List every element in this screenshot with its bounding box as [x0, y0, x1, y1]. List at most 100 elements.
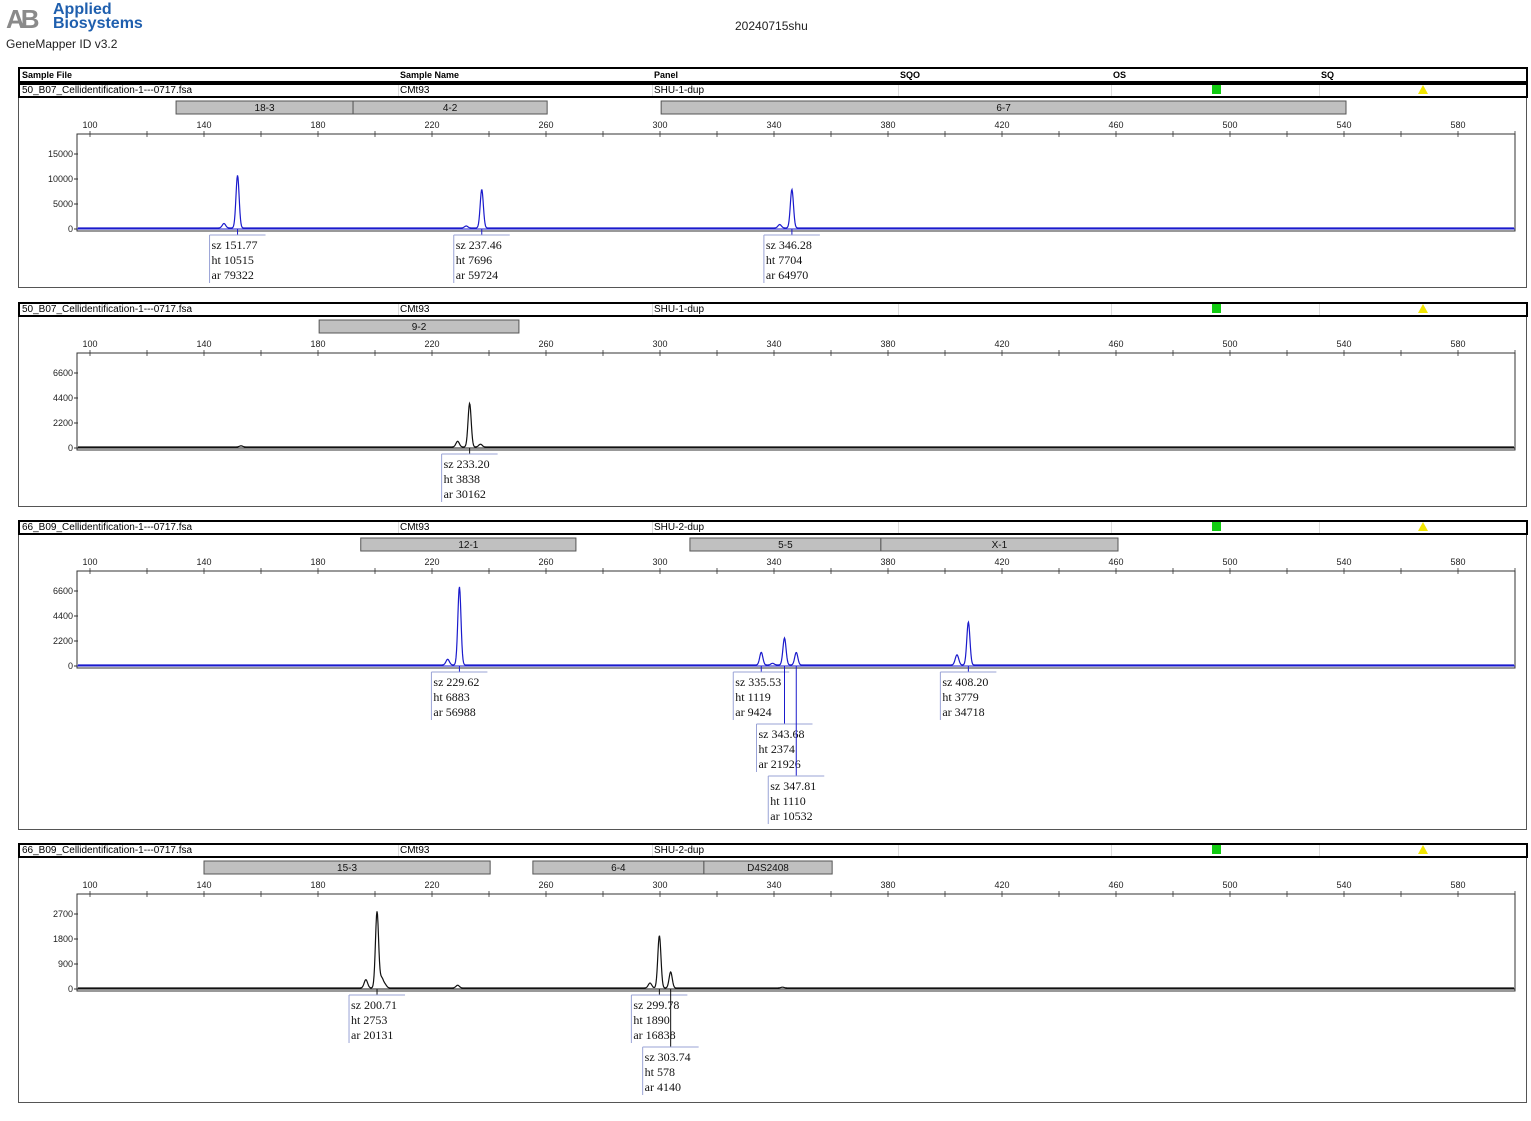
y-tick-label: 0	[68, 984, 73, 994]
y-tick-label: 1800	[53, 934, 73, 944]
os-pass-icon	[1212, 845, 1221, 854]
sample-row-3[interactable]: 66_B09_Cellidentification-1---0717.fsa C…	[18, 520, 1528, 535]
trace-line	[78, 401, 1514, 448]
peak-height: ht 2753	[351, 1013, 387, 1027]
bin-label: D4S2408	[747, 863, 789, 874]
peak-size: sz 237.46	[456, 238, 502, 252]
peak-height: ht 1890	[633, 1013, 669, 1027]
x-tick-label: 340	[766, 557, 781, 567]
peak-size: sz 335.53	[735, 675, 781, 689]
bin-box	[203, 860, 491, 875]
x-tick-label: 300	[652, 339, 667, 349]
panel-name: SHU-2-dup	[654, 845, 705, 856]
x-tick-label: 140	[196, 339, 211, 349]
x-tick-label: 500	[1222, 120, 1237, 130]
peak-height: ht 7696	[456, 253, 492, 267]
x-tick-label: 460	[1108, 120, 1123, 130]
peak-height: ht 7704	[766, 253, 802, 267]
peak-height: ht 3779	[942, 690, 978, 704]
panel-name: SHU-1-dup	[654, 85, 705, 96]
bin-box	[660, 100, 1347, 115]
plot-area	[76, 893, 1516, 992]
sq-check-warning-icon	[1418, 304, 1428, 313]
sample-row-4[interactable]: 66_B09_Cellidentification-1---0717.fsa C…	[18, 843, 1528, 858]
peak-area: ar 56988	[433, 705, 475, 719]
x-tick-label: 580	[1450, 880, 1465, 890]
y-tick-label: 2700	[53, 909, 73, 919]
os-pass-icon	[1212, 85, 1221, 94]
peak-area: ar 30162	[444, 487, 486, 501]
peak-height: ht 6883	[433, 690, 469, 704]
sample-file: 66_B09_Cellidentification-1---0717.fsa	[22, 845, 193, 856]
peak-area: ar 16838	[633, 1028, 675, 1042]
plot-area	[76, 133, 1516, 232]
x-tick-label: 420	[994, 557, 1009, 567]
panel-3-frame	[18, 533, 1527, 830]
os-pass-icon	[1212, 304, 1221, 313]
y-tick-label: 2200	[53, 636, 73, 646]
peak-height: ht 1119	[735, 690, 770, 704]
x-tick-label: 260	[538, 339, 553, 349]
bin-label: 18-3	[255, 103, 275, 114]
x-tick-label: 140	[196, 880, 211, 890]
sample-name: CMt93	[400, 304, 430, 315]
plot-area	[76, 352, 1516, 451]
os-pass-icon	[1212, 522, 1221, 531]
sample-row-1[interactable]: 50_B07_Cellidentification-1---0717.fsa C…	[18, 83, 1528, 98]
sample-name: CMt93	[400, 522, 430, 533]
panel-2-frame	[18, 315, 1527, 507]
y-tick-label: 900	[58, 959, 73, 969]
peak-area: ar 79322	[212, 268, 254, 282]
x-tick-label: 300	[652, 880, 667, 890]
x-tick-label: 260	[538, 880, 553, 890]
x-tick-label: 420	[994, 120, 1009, 130]
logo-line-2: Biosystems	[53, 15, 143, 32]
sample-file: 50_B07_Cellidentification-1---0717.fsa	[22, 304, 193, 315]
x-tick-label: 100	[82, 120, 97, 130]
column-header-row: Sample File Sample Name Panel SQO OS SQ	[18, 67, 1528, 83]
peak-height: ht 10515	[212, 253, 254, 267]
peak-height: ht 3838	[444, 472, 480, 486]
sample-row-2[interactable]: 50_B07_Cellidentification-1---0717.fsa C…	[18, 302, 1528, 317]
bin-label: 5-5	[778, 540, 793, 551]
x-tick-label: 140	[196, 120, 211, 130]
applied-biosystems-logo-text: Applied Biosystems	[53, 2, 143, 32]
y-tick-label: 6600	[53, 368, 73, 378]
x-tick-label: 380	[880, 120, 895, 130]
peak-size: sz 303.74	[645, 1050, 691, 1064]
x-tick-label: 260	[538, 120, 553, 130]
y-tick-label: 4400	[53, 393, 73, 403]
peak-height: ht 2374	[758, 742, 794, 756]
bin-label: 6-7	[996, 103, 1011, 114]
x-tick-label: 500	[1222, 339, 1237, 349]
col-sample-name: Sample Name	[400, 70, 460, 80]
sample-file: 66_B09_Cellidentification-1---0717.fsa	[22, 522, 193, 533]
app-version: GeneMapper ID v3.2	[6, 37, 118, 51]
x-tick-label: 500	[1222, 880, 1237, 890]
x-tick-label: 380	[880, 339, 895, 349]
peak-size: sz 343.68	[758, 727, 804, 741]
panel-1-frame	[18, 96, 1527, 288]
peak-area: ar 9424	[735, 705, 771, 719]
x-tick-label: 460	[1108, 880, 1123, 890]
x-tick-label: 180	[310, 880, 325, 890]
x-tick-label: 540	[1336, 339, 1351, 349]
x-tick-label: 380	[880, 557, 895, 567]
x-tick-label: 540	[1336, 120, 1351, 130]
bin-box	[352, 100, 548, 115]
x-tick-label: 220	[424, 557, 439, 567]
bin-box	[880, 537, 1119, 552]
col-sample-file: Sample File	[22, 70, 73, 80]
peak-area: ar 34718	[942, 705, 984, 719]
peak-height: ht 578	[645, 1065, 675, 1079]
bin-label: 15-3	[337, 863, 357, 874]
y-tick-label: 6600	[53, 586, 73, 596]
